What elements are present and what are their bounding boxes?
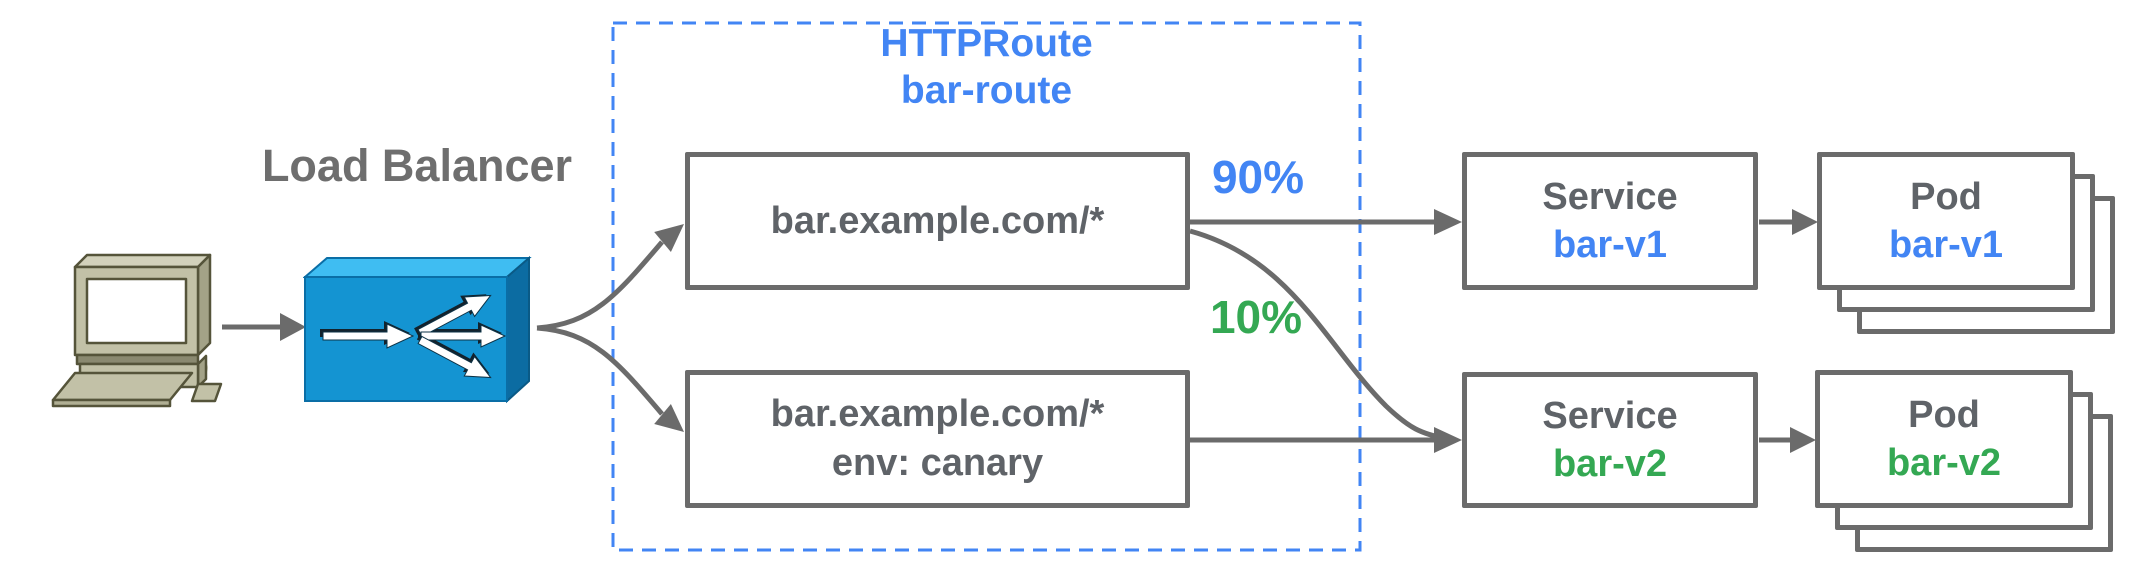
httproute-dashed-border (611, 21, 1362, 552)
arrow-lb-to-rule-primary (536, 224, 684, 331)
route-rule-primary-host: bar.example.com/* (770, 200, 1105, 242)
weight-90-label: 90% (1211, 151, 1305, 203)
arrow-rule-canary-to-service-v2 (1190, 427, 1462, 453)
load-balancer-label: Load Balancer (261, 140, 573, 191)
service-v1-kind: Service (1542, 176, 1678, 218)
pod-bar-v1-stack: Pod bar-v1 (1817, 152, 2115, 334)
route-rule-primary-box: bar.example.com/* (685, 152, 1190, 290)
arrow-service-v2-to-pod-v2 (1759, 427, 1816, 453)
arrow-rule-primary-to-service-v1 (1190, 209, 1462, 235)
load-balancer-icon (303, 255, 532, 404)
pod-v2-name: bar-v2 (1886, 442, 2002, 484)
pod-bar-v2-box: Pod bar-v2 (1815, 370, 2073, 508)
service-bar-v2-box: Service bar-v2 (1462, 372, 1758, 508)
pod-bar-v1-box: Pod bar-v1 (1817, 152, 2075, 290)
computer-icon (51, 253, 223, 408)
service-v2-kind: Service (1542, 395, 1678, 437)
route-rule-canary-header-match: env: canary (831, 442, 1044, 484)
lb-arrow-glyphs (320, 294, 507, 379)
httproute-title-kind: HTTPRoute (880, 22, 1093, 65)
service-v2-name: bar-v2 (1552, 443, 1668, 485)
arrow-lb-to-rule-canary (536, 325, 684, 432)
service-bar-v1-box: Service bar-v1 (1462, 152, 1758, 290)
arrow-rule-primary-to-service-v2-curve (1189, 228, 1449, 442)
arrow-client-to-lb (222, 313, 306, 341)
arrow-service-v1-to-pod-v1 (1759, 209, 1818, 235)
route-rule-canary-box: bar.example.com/* env: canary (685, 370, 1190, 508)
weight-10-label: 10% (1209, 291, 1303, 343)
httproute-title-name: bar-route (900, 69, 1073, 112)
route-rule-canary-host: bar.example.com/* (770, 393, 1105, 435)
pod-v2-kind: Pod (1908, 394, 1980, 436)
service-v1-name: bar-v1 (1552, 224, 1668, 266)
pod-bar-v2-stack: Pod bar-v2 (1815, 370, 2113, 552)
pod-v1-name: bar-v1 (1888, 224, 2004, 266)
httproute-title: HTTPRoute bar-route (613, 20, 1360, 114)
pod-v1-kind: Pod (1910, 176, 1982, 218)
